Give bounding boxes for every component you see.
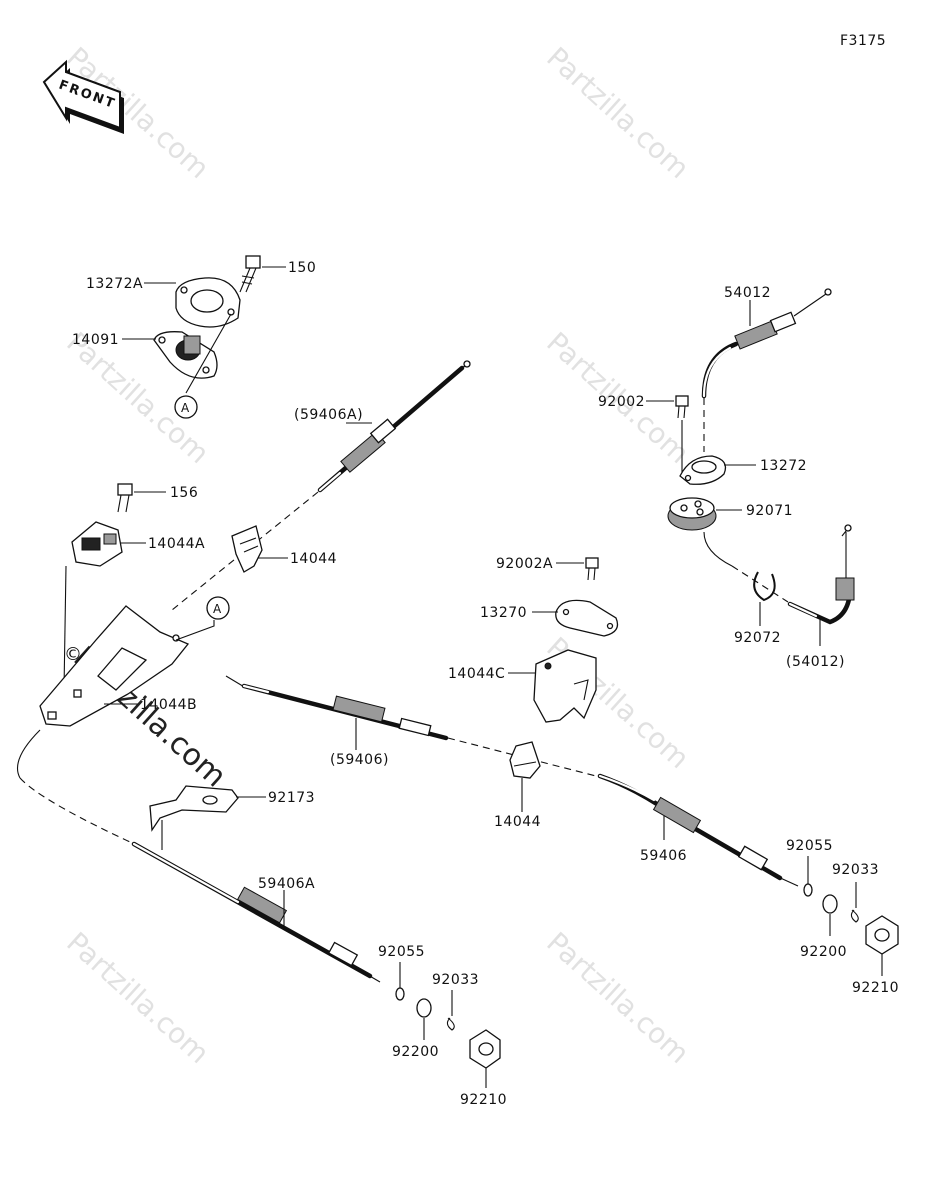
part-label-92055-right: 92055	[786, 838, 833, 854]
part-label-14044B: 14044B	[140, 697, 197, 713]
ref-circle-a-label: A	[213, 602, 222, 616]
part-label-92055-left: 92055	[378, 944, 425, 960]
diagram-code: F3175	[840, 33, 886, 49]
part-label-59406: 59406	[640, 848, 687, 864]
bracket-14044B	[39, 605, 190, 727]
clip-92033-left	[446, 1017, 455, 1031]
front-arrow-icon: FRONT	[42, 59, 124, 134]
part-label-14044A: 14044A	[148, 536, 205, 552]
watermark: Partzilla.com	[540, 41, 695, 185]
part-label-92071: 92071	[746, 503, 793, 519]
watermark: Partzilla.com	[540, 926, 695, 1070]
part-label-14091: 14091	[72, 332, 119, 348]
part-label-92200-right: 92200	[800, 944, 847, 960]
clip-14044-upper	[231, 525, 263, 573]
cable-59406A-upper	[317, 360, 471, 493]
part-label-92072: 92072	[734, 630, 781, 646]
copyright-symbol: ©	[64, 644, 82, 665]
bracket-14044A	[71, 521, 123, 567]
part-label-92002: 92002	[598, 394, 645, 410]
part-label-92210-right: 92210	[852, 980, 899, 996]
part-label-14044-upper: 14044	[290, 551, 337, 567]
part-label-14044-middle: 14044	[494, 814, 541, 830]
part-label-92173: 92173	[268, 790, 315, 806]
part-label-92002A: 92002A	[496, 556, 553, 572]
part-label-59406A-paren: (59406A)	[294, 407, 363, 423]
ref-circle-a	[174, 395, 198, 419]
bracket-92173	[149, 785, 239, 832]
cable-59406A-lower	[131, 841, 381, 983]
gasket-13272A	[175, 277, 241, 328]
bracket-14044C	[533, 649, 597, 723]
part-label-13270: 13270	[480, 605, 527, 621]
part-label-14044C: 14044C	[448, 666, 505, 682]
nut-92210-right	[865, 915, 899, 955]
part-label-92210-left: 92210	[460, 1092, 507, 1108]
gasket-13272	[679, 455, 727, 485]
part-label-92033-right: 92033	[832, 862, 879, 878]
part-label-59406A: 59406A	[258, 876, 315, 892]
part-label-13272A: 13272A	[86, 276, 143, 292]
bolt-156	[117, 483, 133, 513]
gasket-13270	[555, 599, 619, 637]
watermarks: Partzilla.com Partzilla.com Partzilla.co…	[60, 41, 695, 1070]
ref-circle-a	[206, 596, 230, 620]
bolt-92002	[675, 395, 689, 419]
bolt-150	[239, 255, 261, 293]
part-label-54012: 54012	[724, 285, 771, 301]
ref-circle-a-label: A	[181, 401, 190, 415]
part-label-13272: 13272	[760, 458, 807, 474]
clamp-92072	[753, 571, 776, 602]
cable-54012-lower	[787, 524, 855, 625]
part-label-92200-left: 92200	[392, 1044, 439, 1060]
part-label-150: 150	[288, 260, 316, 276]
clip-92033-right	[850, 909, 859, 923]
grommet-92071	[667, 497, 717, 531]
part-label-92033-left: 92033	[432, 972, 479, 988]
cable-54012-upper	[701, 288, 832, 399]
part-label-54012-paren: (54012)	[786, 654, 845, 670]
washer-92200-right	[822, 894, 838, 914]
washer-92200-left	[416, 998, 432, 1018]
cable-59406-middle	[225, 675, 449, 741]
o-ring-92055-left	[395, 987, 405, 1001]
watermark: Partzilla.com	[60, 926, 215, 1070]
cable-59406-right	[597, 773, 799, 887]
part-label-156: 156	[170, 485, 198, 501]
bolt-92002A	[585, 557, 599, 581]
part-label-59406-paren: (59406)	[330, 752, 389, 768]
o-ring-92055-right	[803, 883, 813, 897]
clip-14044-middle	[509, 741, 541, 779]
nut-92210-left	[469, 1029, 501, 1069]
